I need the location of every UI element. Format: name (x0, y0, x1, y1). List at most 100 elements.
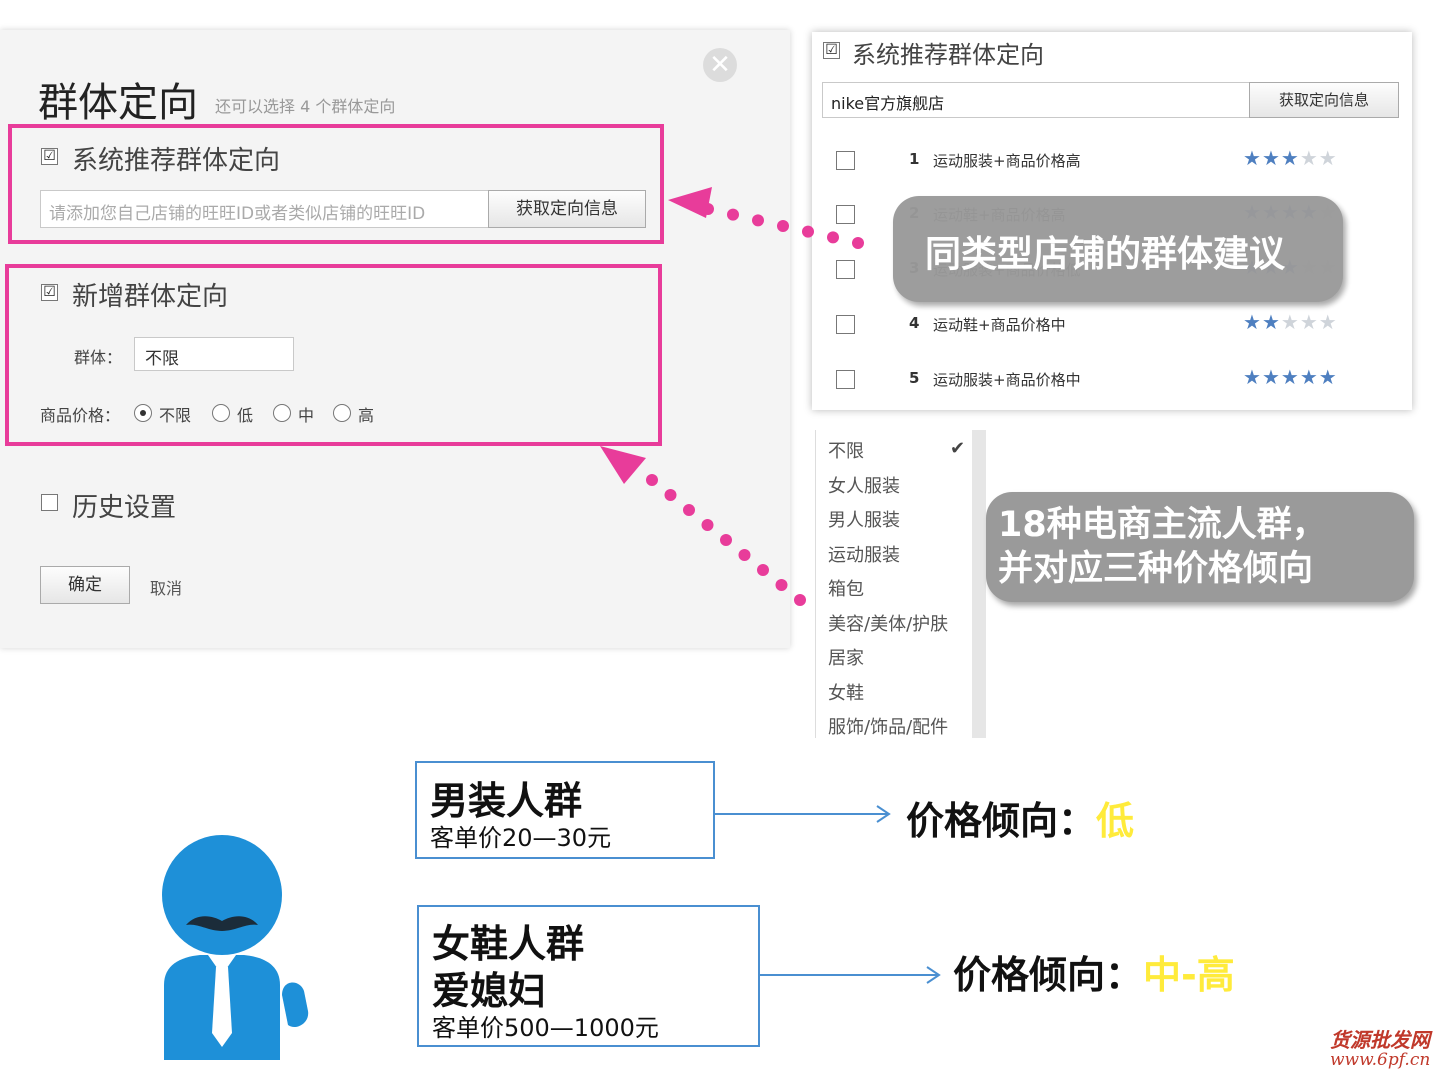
group-subtitle: 爱媳妇 (432, 969, 547, 1013)
dropdown-option[interactable]: 不限 (828, 441, 864, 462)
recommend-callout (893, 196, 1343, 302)
dropdown-callout-line1: 18种电商主流人群， (998, 505, 1327, 545)
history-checkbox[interactable] (41, 494, 58, 511)
dropdown-option[interactable]: 箱包 (828, 579, 864, 600)
star-icon: ★ (1280, 146, 1300, 170)
group-select[interactable]: 不限 (134, 337, 294, 371)
group-title: 女鞋人群 (432, 922, 585, 966)
row-checkbox[interactable] (836, 205, 855, 224)
dropdown-callout-text: 18种电商主流人群， 并对应三种价格倾向 (998, 503, 1327, 591)
star-icon: ★ (1299, 310, 1319, 334)
recommend-panel-title: 系统推荐群体定向 (852, 41, 1044, 69)
star-icon: ★ (1318, 365, 1338, 389)
tendency-label: 价格倾向： (953, 953, 1144, 997)
dropdown-option[interactable]: 运动服装 (828, 544, 900, 566)
row-checkbox[interactable] (836, 260, 855, 279)
dropdown-option[interactable]: 女鞋 (828, 682, 864, 704)
system-recommend-label: 系统推荐群体定向 (72, 146, 281, 176)
connector-dot (702, 203, 714, 215)
price-option-label: 中 (298, 406, 315, 425)
connector-dot (683, 504, 695, 516)
dropdown-option[interactable]: 女人服装 (828, 475, 900, 497)
dropdown-callout-line2: 并对应三种价格倾向 (998, 549, 1314, 589)
close-icon[interactable]: ✕ (703, 48, 737, 82)
row-checkbox[interactable] (836, 370, 855, 389)
star-icon: ★ (1261, 310, 1281, 334)
rating-stars: ★★★★★ (1243, 146, 1338, 170)
wangwang-id-input[interactable]: 请添加您自己店铺的旺旺ID或者类似店铺的旺旺ID (40, 190, 490, 228)
row-checkbox[interactable] (836, 315, 855, 334)
history-label: 历史设置 (72, 493, 177, 523)
price-radio-low[interactable] (212, 404, 230, 422)
group-card-men (415, 761, 715, 859)
recommend-panel-checkbox[interactable]: ☑ (823, 42, 840, 59)
star-icon: ★ (1299, 146, 1319, 170)
dropdown-scrollbar[interactable] (972, 430, 986, 738)
tendency-women-shoes: 价格倾向：中-高 (953, 944, 1235, 999)
group-price: 客单价20—30元 (430, 824, 612, 852)
connector-dot (752, 214, 764, 227)
group-price: 客单价500—1000元 (432, 1014, 659, 1042)
price-radio-high[interactable] (333, 404, 351, 422)
rating-stars: ★★★★★ (1243, 365, 1338, 389)
connector-dot (701, 519, 714, 531)
star-icon: ★ (1280, 310, 1300, 334)
connector-dot (646, 474, 658, 486)
arrow-right-icon (715, 805, 891, 823)
tendency-value: 低 (1096, 799, 1135, 843)
new-group-label: 新增群体定向 (72, 282, 229, 312)
shop-id-input[interactable]: nike官方旗舰店 (822, 82, 1252, 118)
watermark-logo: 货源批发网 (1330, 1028, 1430, 1052)
tendency-label: 价格倾向： (906, 799, 1097, 843)
confirm-button[interactable]: 确定 (40, 566, 130, 604)
row-checkbox[interactable] (836, 151, 855, 170)
dropdown-option[interactable]: 男人服装 (828, 510, 900, 531)
price-option-label: 低 (237, 406, 254, 425)
arrow-head-top (668, 187, 712, 218)
recommend-callout-text: 同类型店铺的群体建议 (925, 234, 1286, 275)
rating-stars: ★★★★★ (1243, 310, 1338, 334)
row-number: 1 (909, 150, 920, 168)
dropdown-option[interactable]: 居家 (828, 648, 864, 669)
star-icon: ★ (1243, 146, 1262, 170)
connector-dot (794, 594, 806, 606)
connector-dot (775, 579, 788, 591)
connector-dot (852, 237, 864, 249)
row-label: 运动服装+商品价格高 (933, 152, 1081, 170)
star-icon: ★ (1243, 365, 1262, 389)
group-card-women-shoes (417, 905, 760, 1047)
row-number: 4 (909, 314, 920, 332)
connector-dot (664, 489, 677, 501)
price-option-label: 高 (358, 406, 375, 425)
dialog-hint: 还可以选择 4 个群体定向 (215, 97, 396, 116)
price-radio-unlimited[interactable] (134, 404, 152, 422)
star-icon: ★ (1280, 365, 1300, 389)
dropdown-option[interactable]: 服饰/饰品/配件 (828, 717, 949, 738)
price-field-label: 商品价格： (40, 406, 121, 425)
connector-dot (738, 549, 751, 561)
star-icon: ★ (1261, 365, 1281, 389)
tendency-value: 中-高 (1143, 953, 1235, 997)
dialog-title: 群体定向 (38, 80, 198, 126)
price-radio-mid[interactable] (273, 404, 291, 422)
fetch-targeting-button[interactable]: 获取定向信息 (488, 190, 646, 228)
connector-dot (720, 534, 732, 546)
new-group-checkbox[interactable]: ☑ (41, 284, 58, 301)
connector-dot (827, 231, 839, 244)
cancel-link[interactable]: 取消 (150, 579, 183, 598)
recommend-fetch-button[interactable]: 获取定向信息 (1249, 82, 1399, 118)
star-icon: ★ (1299, 365, 1319, 389)
watermark-url: www.6pf.cn (1330, 1050, 1431, 1070)
group-field-label: 群体： (74, 348, 123, 367)
group-dropdown-list (815, 430, 986, 738)
connector-dot (802, 225, 814, 238)
system-recommend-checkbox[interactable]: ☑ (41, 148, 58, 165)
system-recommend-highlight (8, 124, 664, 244)
arrow-right-icon (760, 966, 941, 984)
arrow-head-bottom (600, 446, 646, 484)
connector-dot (777, 220, 789, 232)
star-icon: ★ (1261, 146, 1281, 170)
dropdown-option[interactable]: 美容/美体/护肤 (828, 613, 949, 635)
connector-dot (757, 564, 769, 576)
